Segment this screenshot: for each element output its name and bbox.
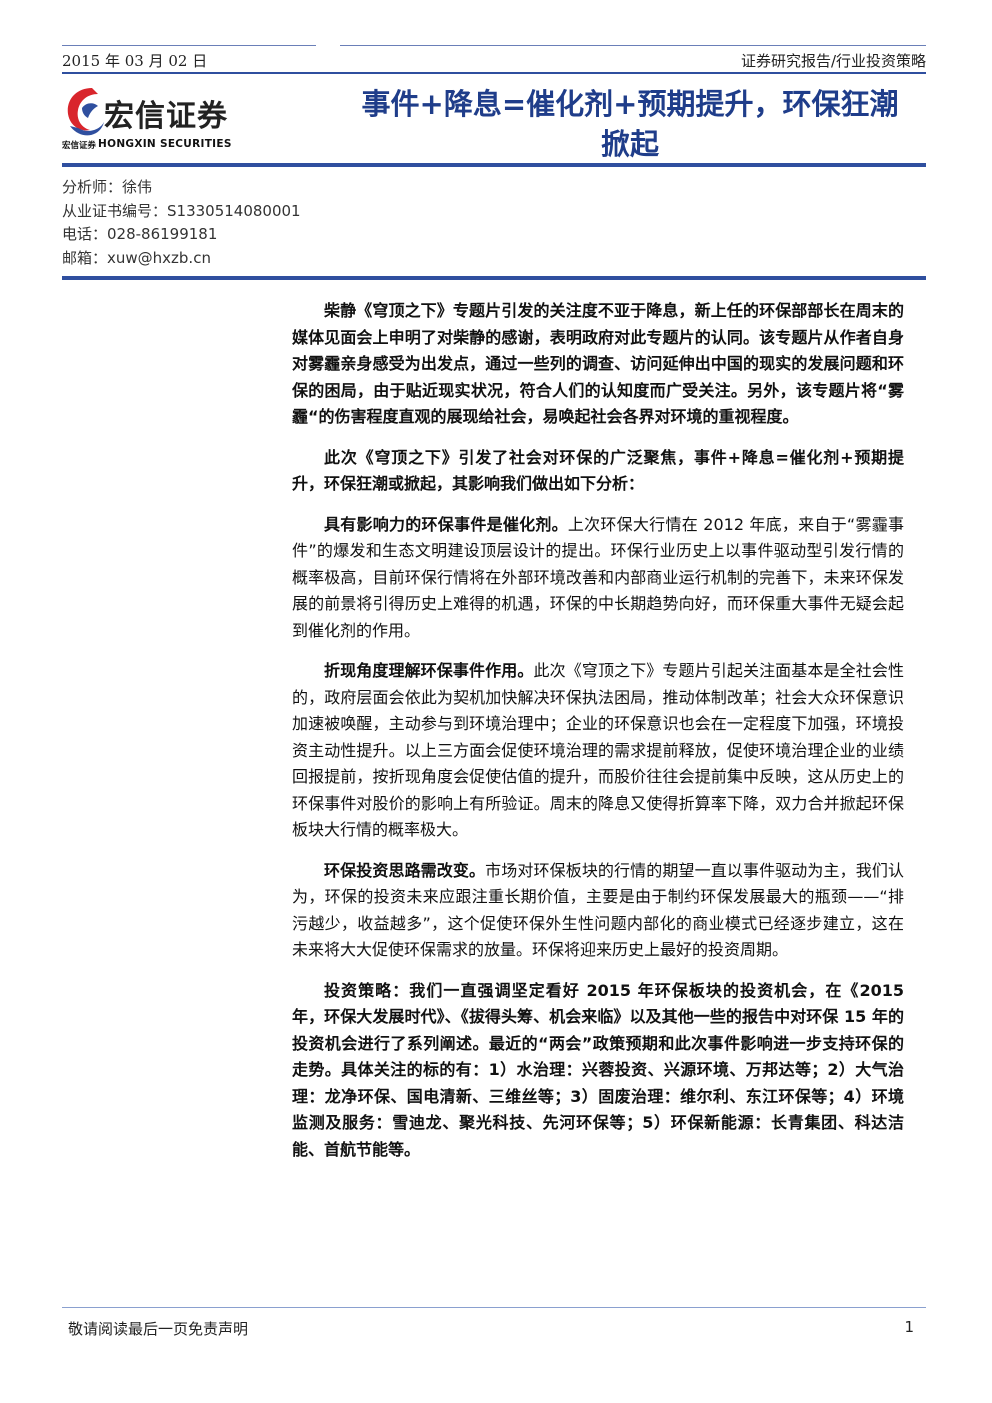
paragraph-4-text: 此次《穹顶之下》专题片引起关注面基本是全社会性的，政府层面会依此为契机加快解决环… bbox=[292, 661, 904, 839]
analyst-info: 分析师：徐伟 从业证书编号：S1330514080001 电话：028-8619… bbox=[62, 176, 301, 270]
analyst-email: 邮箱：xuw@hxzb.cn bbox=[62, 248, 211, 267]
footer-divider bbox=[62, 1307, 926, 1308]
report-title-line-2: 掀起 bbox=[600, 127, 659, 161]
page-number: 1 bbox=[904, 1318, 914, 1336]
paragraph-5-text: 市场对环保板块的行情的期望一直以事件驱动为主，我们认为，环保的投资未来应跟注重长… bbox=[292, 860, 904, 960]
analyst-divider bbox=[62, 276, 926, 280]
analyst-phone: 电话：028-86199181 bbox=[62, 225, 218, 243]
paragraph-6: 投资策略：我们一直强调坚定看好 2015 年环保板块的投资机会，在《2015年，… bbox=[292, 980, 904, 1159]
report-date: 2015 年 03 月 02 日 bbox=[62, 52, 208, 70]
header-divider bbox=[62, 72, 926, 74]
logo-name-cn: 宏信证券 bbox=[104, 99, 228, 134]
report-title-line-1: 事件+降息=催化剂+预期提升，环保狂潮 bbox=[361, 87, 899, 121]
paragraph-5: 环保投资思路需改变。市场对环保板块的行情的期望一直以事件驱动为主，我们认为，环保… bbox=[292, 858, 904, 964]
report-body: 柴静《穹顶之下》专题片引发的关注度不亚于降息，新上任的环保部部长在周末的媒体见面… bbox=[292, 298, 904, 1177]
analyst-name: 分析师：徐伟 bbox=[62, 178, 153, 196]
logo-name-en: HONGXIN SECURITIES bbox=[98, 138, 232, 150]
paragraph-3-heading: 具有影响力的环保事件是催化剂。 bbox=[324, 514, 568, 534]
logo-small-text: 宏信证券 bbox=[62, 141, 97, 151]
title-divider bbox=[62, 163, 926, 167]
paragraph-2: 此次《穹顶之下》引发了社会对环保的广泛聚焦，事件+降息=催化剂+预期提升，环保狂… bbox=[292, 447, 904, 494]
header-top-line-right bbox=[340, 45, 926, 46]
report-category: 证券研究报告/行业投资策略 bbox=[740, 52, 926, 70]
analyst-license: 从业证书编号：S1330514080001 bbox=[62, 201, 301, 220]
paragraph-1: 柴静《穹顶之下》专题片引发的关注度不亚于降息，新上任的环保部部长在周末的媒体见面… bbox=[292, 301, 904, 426]
header-top-line-left bbox=[62, 45, 316, 46]
hongxin-logo-icon bbox=[67, 88, 104, 136]
report-title: 事件+降息=催化剂+预期提升，环保狂潮 掀起 bbox=[330, 84, 930, 164]
paragraph-5-heading: 环保投资思路需改变。 bbox=[324, 860, 486, 880]
company-logo: 宏信证券 bbox=[62, 80, 262, 154]
paragraph-3: 具有影响力的环保事件是催化剂。上次环保大行情在 2012 年底，来自于“雾霾事件… bbox=[292, 512, 904, 645]
paragraph-4-heading: 折现角度理解环保事件作用。 bbox=[324, 661, 534, 680]
footer-disclaimer: 敬请阅读最后一页免责声明 bbox=[68, 1320, 249, 1338]
paragraph-4: 折现角度理解环保事件作用。此次《穹顶之下》专题片引起关注面基本是全社会性的，政府… bbox=[292, 658, 904, 844]
paragraph-3-text: 上次环保大行情在 2012 年底，来自于“雾霾事件”的爆发和生态文明建设顶层设计… bbox=[292, 514, 904, 640]
